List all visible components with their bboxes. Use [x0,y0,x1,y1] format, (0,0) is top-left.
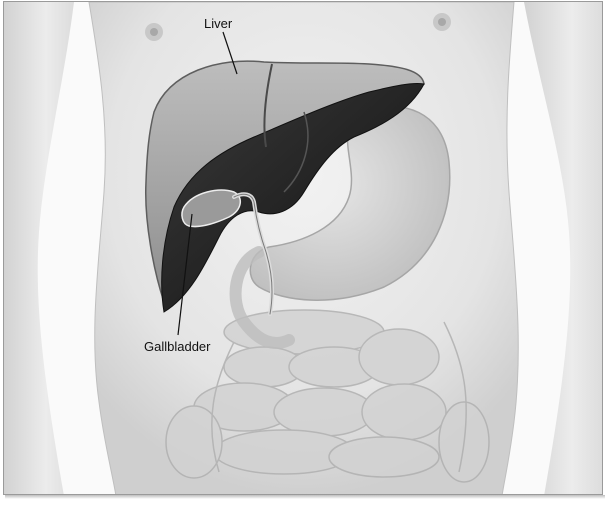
illustration-frame: Liver Gallbladder [3,1,603,495]
right-nipple-center [438,18,446,26]
liver-label: Liver [204,16,232,31]
gallbladder-label: Gallbladder [144,339,211,354]
left-nipple-center [150,28,158,36]
anatomy-illustration [4,2,603,495]
frame-shadow [5,495,605,499]
